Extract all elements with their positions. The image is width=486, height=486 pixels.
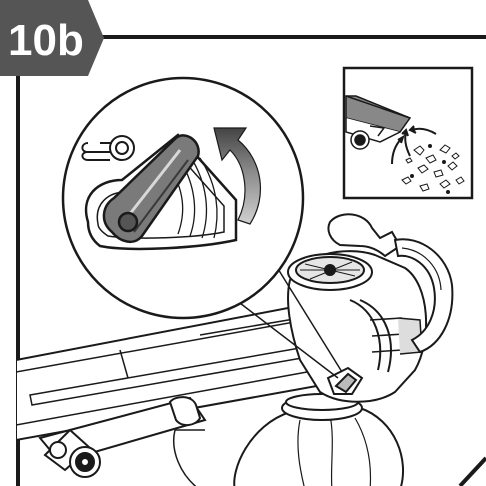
open-lock-icon <box>81 135 135 161</box>
detail-magnifier <box>61 76 305 320</box>
callout-lines <box>235 255 343 379</box>
step-number: 10b <box>8 16 84 65</box>
curved-arrow-icon <box>213 127 262 225</box>
nozzle-wheels <box>38 396 207 478</box>
step-badge: 10b <box>0 0 104 76</box>
leaves-icon <box>401 144 465 194</box>
leaves-suction-inset <box>342 66 474 200</box>
suction-arrows <box>391 125 437 165</box>
corner-line <box>458 456 486 486</box>
blower-handle <box>327 213 454 354</box>
collection-bag <box>173 393 405 486</box>
blower-body <box>287 250 428 403</box>
knob-lever <box>102 134 200 244</box>
mode-switch <box>326 366 364 395</box>
